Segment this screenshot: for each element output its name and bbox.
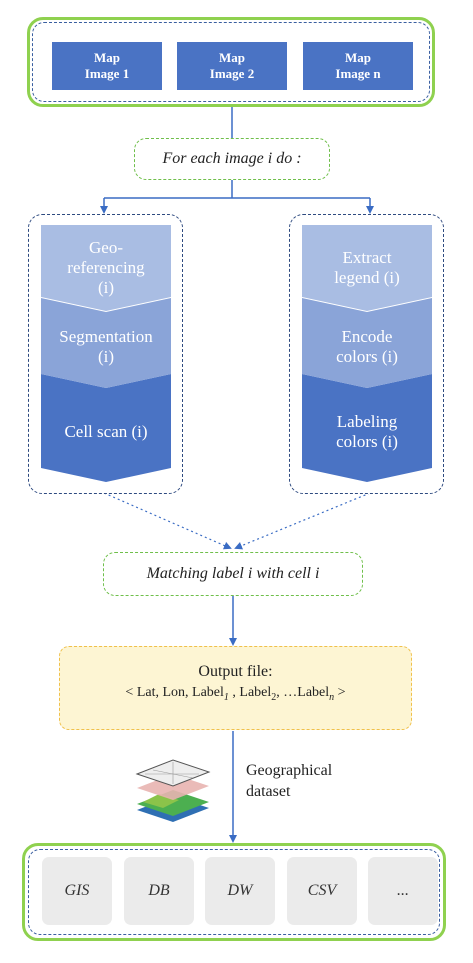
matching-label: Matching label i with cell i — [146, 565, 320, 582]
left-step-2: Segmentation(i) — [41, 298, 171, 388]
left-step-1-line-3: (i) — [97, 278, 115, 297]
format-more-label: ... — [397, 882, 409, 899]
map-image-n-line2: Image n — [335, 66, 381, 81]
format-db: DB — [124, 857, 194, 925]
format-more: ... — [368, 857, 438, 925]
output-title: Output file: — [198, 663, 273, 680]
right-step-3-line-1: Labeling — [336, 412, 398, 431]
left-step-2-line-2: (i) — [97, 347, 115, 366]
left-step-1: Geo-referencing(i) — [41, 225, 171, 311]
output-tuple: < Lat, Lon, Label1 , Label2, …Labeln > — [60, 685, 411, 703]
right-step-1-line-2: legend (i) — [334, 268, 400, 287]
right-step-3-line-2: colors (i) — [336, 432, 398, 451]
left-step-3-line-1: Cell scan (i) — [64, 422, 148, 441]
left-step-1-line-2: referencing — [67, 258, 145, 277]
output-file-box: Output file: < Lat, Lon, Label1 , Label2… — [59, 646, 412, 730]
tuple-sub-1: 1 — [223, 691, 229, 703]
map-image-2-line2: Image 2 — [209, 66, 255, 81]
map-image-2-box: Map Image 2 — [177, 42, 287, 90]
loop-box: For each image i do : — [134, 138, 330, 180]
right-step-1-line-1: Extract — [342, 248, 392, 267]
tuple-mid-2: , …Label — [276, 685, 330, 700]
left-step-3: Cell scan (i) — [41, 374, 171, 482]
dataset-label-line2: dataset — [246, 783, 291, 800]
right-step-2-line-1: Encode — [341, 327, 393, 346]
tuple-sub-2: 2 — [271, 691, 277, 703]
matching-box: Matching label i with cell i — [103, 552, 363, 596]
format-dw: DW — [205, 857, 275, 925]
map-image-1-line2: Image 1 — [84, 66, 130, 81]
loop-label: For each image i do : — [162, 150, 302, 167]
format-gis-label: GIS — [64, 882, 90, 899]
dataset-label-line1: Geographical — [246, 762, 333, 779]
dataset-label: Geographical dataset — [246, 760, 332, 802]
tuple-sub-n: n — [329, 691, 335, 703]
tuple-mid-1: , Label — [228, 685, 272, 700]
format-csv-label: CSV — [307, 882, 337, 899]
dotted-right-merge — [234, 492, 371, 550]
tuple-end: > — [334, 685, 346, 700]
format-dw-label: DW — [227, 882, 253, 899]
formats-inner-border — [28, 849, 440, 935]
map-images-inner-border — [32, 22, 430, 102]
format-csv: CSV — [287, 857, 357, 925]
format-gis: GIS — [42, 857, 112, 925]
right-step-2-line-2: colors (i) — [336, 347, 398, 366]
tuple-start: < Lat, Lon, Label — [125, 685, 224, 700]
left-step-1-line-1: Geo- — [89, 238, 123, 257]
format-db-label: DB — [148, 882, 170, 899]
map-image-1-box: Map Image 1 — [52, 42, 162, 90]
map-image-n-line1: Map — [345, 50, 371, 65]
dotted-left-merge — [103, 492, 232, 550]
layered-map-icon — [135, 759, 211, 822]
left-step-2-line-1: Segmentation — [59, 327, 153, 346]
map-image-n-box: Map Image n — [303, 42, 413, 90]
map-image-2-line1: Map — [219, 50, 245, 65]
map-image-1-line1: Map — [94, 50, 120, 65]
